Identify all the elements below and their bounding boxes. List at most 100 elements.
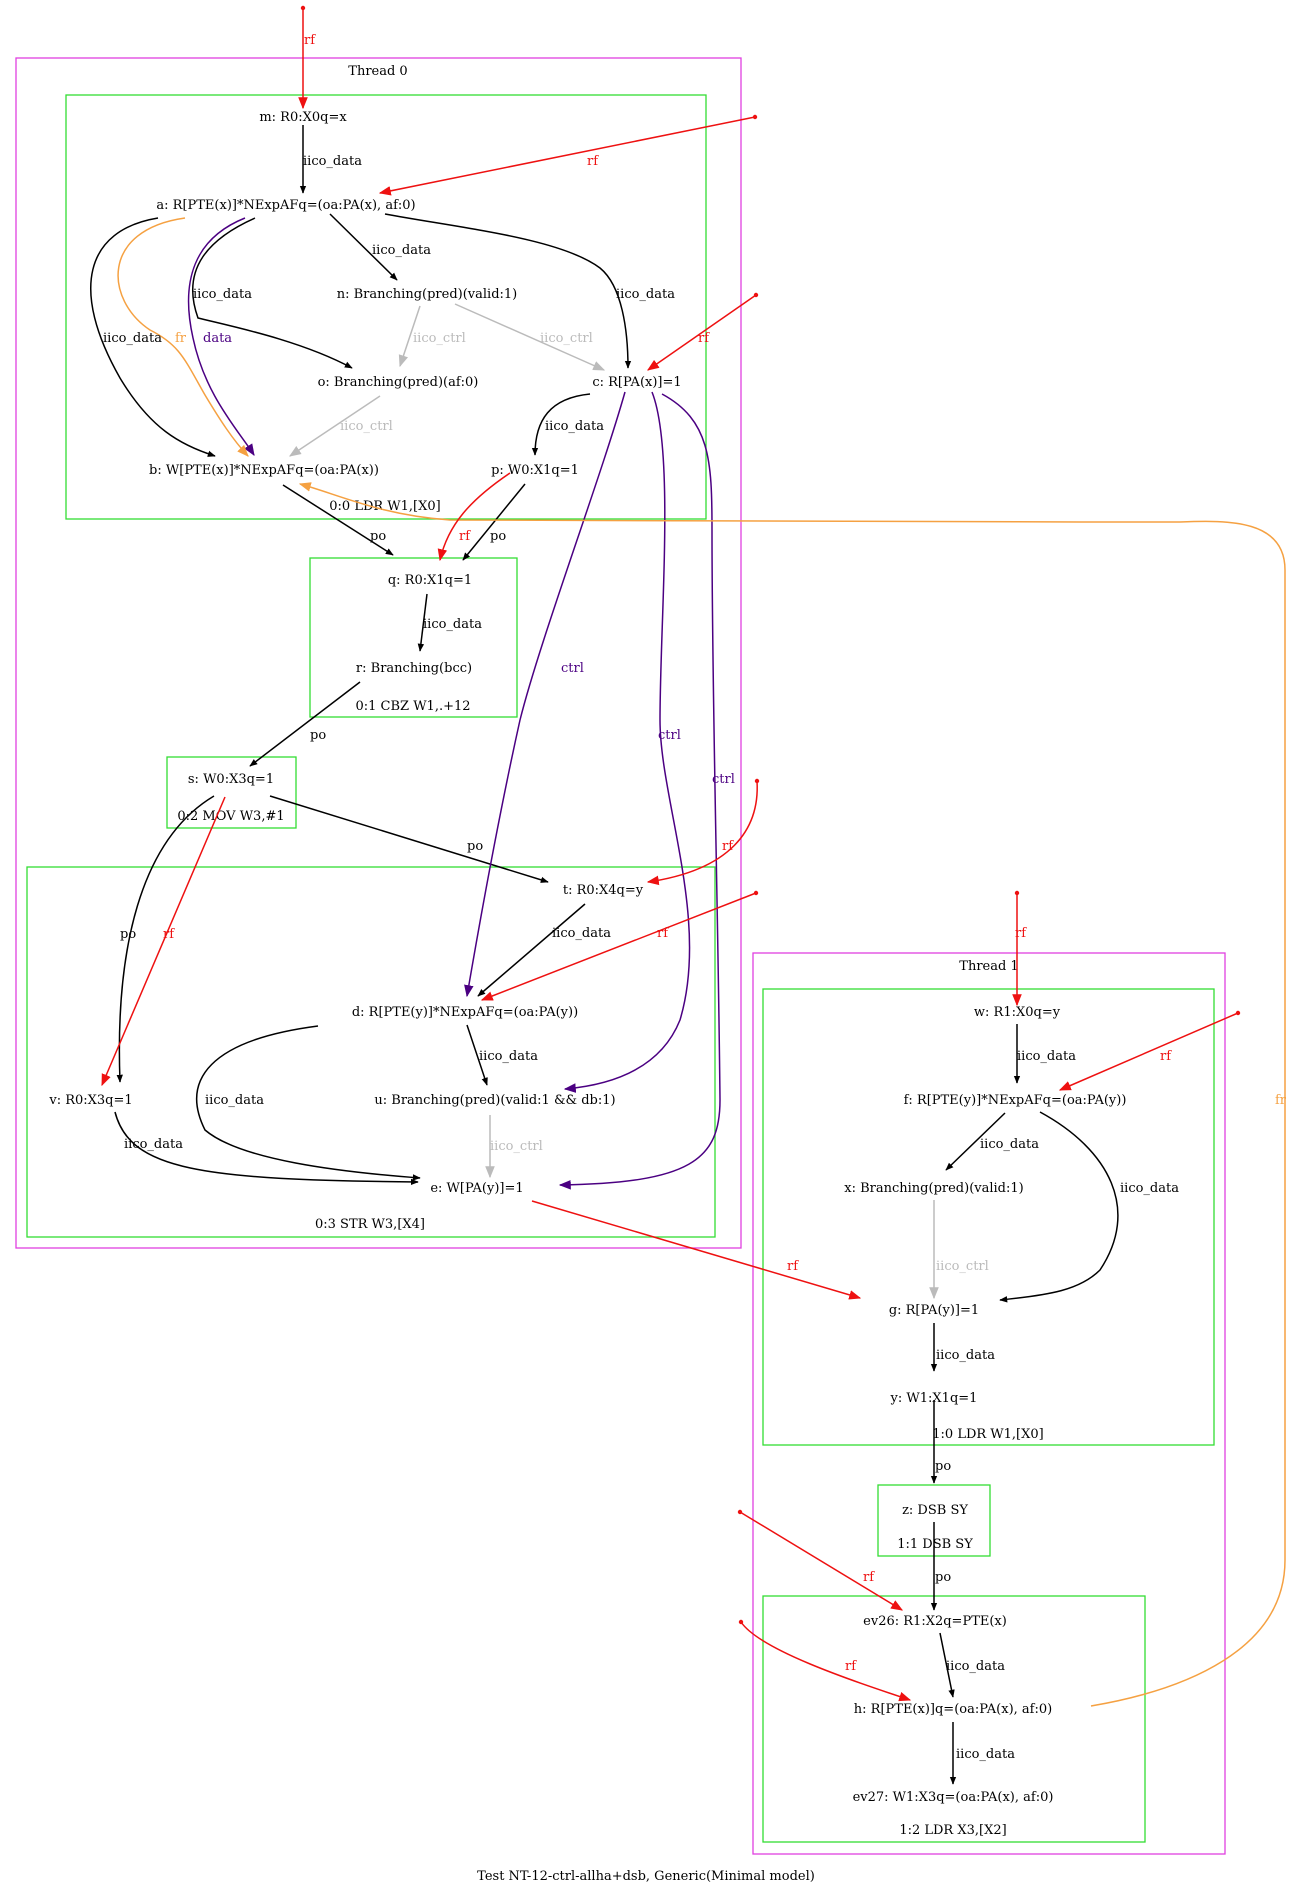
edge-d-e: [196, 1025, 421, 1181]
black-edges: [90, 125, 1119, 1785]
instr-0-2-label: 0:2 MOV W3,#1: [177, 809, 284, 824]
init-dot-m: [300, 5, 306, 11]
node-y: y: W1:X1q=1: [890, 1391, 978, 1406]
edge-init-ev26: [739, 1511, 904, 1611]
lbl-q-r: iico_data: [423, 617, 482, 632]
lbl-init-h: rf: [845, 1659, 857, 1674]
lbl-a-c: iico_data: [616, 287, 675, 302]
thread-1-label: Thread 1: [959, 959, 1018, 974]
thread-0-label: Thread 0: [348, 64, 407, 79]
node-q: q: R0:X1q=1: [388, 573, 472, 588]
node-p: p: W0:X1q=1: [491, 463, 579, 478]
lbl-init-m: rf: [304, 33, 316, 48]
init-dots: [300, 5, 1241, 1625]
edge-s-v-rf: [101, 796, 226, 1087]
fr-edge-labels: fr fr: [175, 331, 1287, 1108]
lbl-c-e-ctrl: ctrl: [712, 772, 735, 787]
edge-n-c: [454, 303, 606, 371]
node-e: e: W[PA(y)]=1: [430, 1181, 523, 1196]
lbl-p-q: po: [490, 529, 506, 544]
edge-s-v: [116, 795, 215, 1083]
init-dot-t: [754, 778, 760, 784]
iico-ctrl-edge-labels: iico_ctrl iico_ctrl iico_ctrl iico_ctrl …: [340, 331, 989, 1274]
lbl-p-q-rf: rf: [459, 529, 471, 544]
rf-edges: [101, 8, 1239, 1702]
lbl-m-a: iico_data: [303, 154, 362, 169]
instr-0-3-label: 0:3 STR W3,[X4]: [315, 1217, 425, 1232]
edge-t-d: [477, 903, 586, 997]
edge-a-b-fr: [117, 217, 249, 457]
edge-a-b-data: [187, 217, 255, 457]
lbl-s-v: po: [120, 927, 136, 942]
iico-ctrl-edges: [289, 303, 939, 1300]
lbl-f-g: iico_data: [1120, 1181, 1179, 1196]
lbl-h-ev27: iico_data: [956, 1747, 1015, 1762]
node-b: b: W[PTE(x)]*NExpAFq=(oa:PA(x)): [149, 463, 379, 478]
instr-0-0-label: 0:0 LDR W1,[X0]: [329, 499, 440, 514]
init-dot-h: [738, 1619, 744, 1625]
event-nodes: m: R0:X0q=x a: R[PTE(x)]*NExpAFq=(oa:PA(…: [48, 110, 1126, 1805]
edge-p-q-rf: [437, 472, 511, 562]
lbl-t-d: iico_data: [552, 926, 611, 941]
lbl-c-p: iico_data: [545, 419, 604, 434]
node-t: t: R0:X4q=y: [563, 883, 644, 898]
instr-1-1-label: 1:1 DSB SY: [897, 1537, 973, 1552]
thread-0-cluster: Thread 0: [15, 57, 742, 1249]
edge-ev26-h: [939, 1632, 955, 1698]
instr-1-0-label: 1:0 LDR W1,[X0]: [932, 1427, 1043, 1442]
node-m: m: R0:X0q=x: [259, 110, 347, 125]
edge-d-u: [466, 1024, 488, 1086]
edge-q-r: [417, 593, 428, 652]
node-ev27: ev27: W1:X3q=(oa:PA(x), af:0): [853, 1790, 1054, 1805]
edge-c-d-ctrl: [464, 391, 626, 998]
node-n: n: Branching(pred)(valid:1): [337, 287, 518, 302]
instr-1-2-label: 1:2 LDR X3,[X2]: [899, 1823, 1006, 1838]
lbl-c-u-ctrl: ctrl: [658, 728, 681, 743]
lbl-d-e: iico_data: [205, 1093, 264, 1108]
node-v: v: R0:X3q=1: [48, 1093, 132, 1108]
node-o: o: Branching(pred)(af:0): [318, 375, 479, 390]
graph-caption: Test NT-12-ctrl-allha+dsb, Generic(Minim…: [477, 1869, 815, 1884]
instr-0-1-cluster: 0:1 CBZ W1,.+12: [309, 557, 518, 718]
node-d: d: R[PTE(y)]*NExpAFq=(oa:PA(y)): [352, 1005, 578, 1020]
node-f: f: R[PTE(y)]*NExpAFq=(oa:PA(y)): [904, 1093, 1127, 1108]
edge-init-f: [1058, 1012, 1239, 1091]
lbl-r-s: po: [310, 728, 326, 743]
init-dot-w: [1014, 890, 1020, 896]
lbl-a-n: iico_data: [372, 243, 431, 258]
edge-v-e: [114, 1111, 419, 1186]
instr-1-0-cluster: 1:0 LDR W1,[X0]: [762, 988, 1215, 1446]
edge-r-s: [249, 681, 361, 767]
lbl-y-z: po: [935, 1459, 951, 1474]
lbl-init-d: rf: [657, 926, 669, 941]
init-dot-d: [753, 890, 759, 896]
node-r: r: Branching(bcc): [356, 661, 472, 676]
lbl-f-x: iico_data: [980, 1137, 1039, 1152]
lbl-o-b: iico_ctrl: [340, 419, 393, 434]
lbl-init-a: rf: [587, 154, 599, 169]
lbl-init-ev26: rf: [863, 1570, 875, 1585]
edge-init-c: [647, 294, 757, 371]
lbl-s-t: po: [467, 839, 483, 854]
edge-f-g: [999, 1111, 1119, 1303]
lbl-n-o: iico_ctrl: [413, 331, 466, 346]
instr-0-2-cluster: 0:2 MOV W3,#1: [166, 756, 297, 829]
lbl-a-b: iico_data: [103, 331, 162, 346]
edge-f-x: [945, 1112, 1006, 1171]
edge-h-b-fr: [298, 482, 1286, 1707]
lbl-a-b-data: data: [203, 331, 232, 346]
edge-init-h: [740, 1621, 912, 1702]
instr-1-2-cluster: 1:2 LDR X3,[X2]: [762, 1595, 1146, 1843]
edge-a-b: [90, 217, 216, 457]
rf-edge-labels: rf rf rf rf rf rf rf rf rf rf rf rf: [163, 33, 1172, 1674]
init-dot-ev26: [737, 1509, 743, 1515]
node-x: x: Branching(pred)(valid:1): [844, 1181, 1023, 1196]
lbl-init-c: rf: [698, 331, 710, 346]
edge-a-n: [329, 213, 398, 281]
node-a: a: R[PTE(x)]*NExpAFq=(oa:PA(x), af:0): [156, 198, 415, 213]
dep-edges: [187, 217, 721, 1190]
black-edge-labels: iico_data iico_data iico_data iico_data …: [103, 154, 1179, 1762]
edge-n-o: [398, 305, 421, 368]
lbl-b-q: po: [370, 529, 386, 544]
